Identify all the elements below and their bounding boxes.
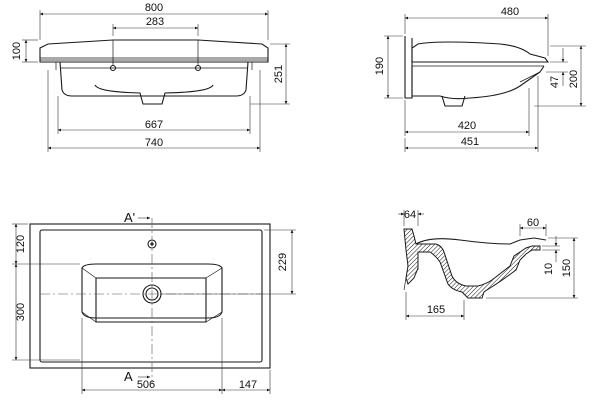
dimension-64-label: 64 xyxy=(404,209,416,221)
section-mark-a-label: A xyxy=(124,369,133,384)
dimension-800-label: 800 xyxy=(145,2,163,14)
dimension-190-label: 190 xyxy=(374,57,386,75)
section-mark-a-prime: A' xyxy=(124,210,151,225)
front-view-outline xyxy=(39,39,269,105)
dimension-147: 147 xyxy=(221,370,271,394)
dimension-100: 100 xyxy=(11,39,38,63)
dimension-10-label: 10 xyxy=(543,263,555,275)
dimension-120: 120 xyxy=(12,223,80,265)
side-view-outline xyxy=(404,36,550,107)
dimension-229-label: 229 xyxy=(277,253,289,271)
dimension-64: 64 xyxy=(398,209,424,226)
dimension-740: 740 xyxy=(47,70,261,152)
dimension-420: 420 xyxy=(404,88,530,136)
dimension-120-label: 120 xyxy=(15,235,27,253)
dimension-300: 300 xyxy=(12,263,80,361)
dimension-100-label: 100 xyxy=(11,42,23,60)
front-view: 800 283 100 251 667 xyxy=(11,2,290,152)
section-mark-a-prime-label: A' xyxy=(124,210,135,225)
dimension-190: 190 xyxy=(374,35,403,99)
dimension-150-label: 150 xyxy=(561,259,573,277)
dimension-251-label: 251 xyxy=(273,65,285,83)
dimension-200-label: 200 xyxy=(568,70,580,88)
top-view-outline xyxy=(29,223,271,369)
dimension-165: 165 xyxy=(405,292,465,320)
dimension-300-label: 300 xyxy=(15,303,27,321)
dimension-506-label: 506 xyxy=(137,379,155,391)
dimension-229: 229 xyxy=(160,229,296,295)
section-view: 64 60 10 150 165 xyxy=(398,209,578,320)
dimension-480-label: 480 xyxy=(501,6,519,18)
dimension-165-label: 165 xyxy=(427,304,445,316)
dimension-147-label: 147 xyxy=(239,379,257,391)
dimension-47-label: 47 xyxy=(549,76,561,88)
section-mark-a: A xyxy=(124,369,151,384)
dimension-740-label: 740 xyxy=(145,137,163,149)
dimension-451-label: 451 xyxy=(461,136,479,148)
dimension-150: 150 xyxy=(486,237,578,299)
side-view: 480 190 47 200 420 xyxy=(374,6,586,152)
dimension-10: 10 xyxy=(542,236,560,275)
dimension-506: 506 xyxy=(81,318,223,394)
dimension-451: 451 xyxy=(404,76,539,152)
dimension-60: 60 xyxy=(519,217,547,236)
dimension-420-label: 420 xyxy=(458,120,476,132)
top-view: A' A 120 300 229 xyxy=(12,210,296,394)
dimension-47: 47 xyxy=(546,48,568,88)
section-view-profile xyxy=(403,228,547,299)
dimension-667-label: 667 xyxy=(145,119,163,131)
dimension-283-label: 283 xyxy=(146,16,164,28)
dimension-667: 667 xyxy=(57,96,251,134)
dimension-60-label: 60 xyxy=(527,217,539,229)
dimension-480: 480 xyxy=(404,6,549,56)
dimension-251: 251 xyxy=(250,43,290,105)
dimension-800: 800 xyxy=(39,2,269,40)
dimension-283: 283 xyxy=(112,16,199,36)
dimension-200: 200 xyxy=(534,45,586,107)
